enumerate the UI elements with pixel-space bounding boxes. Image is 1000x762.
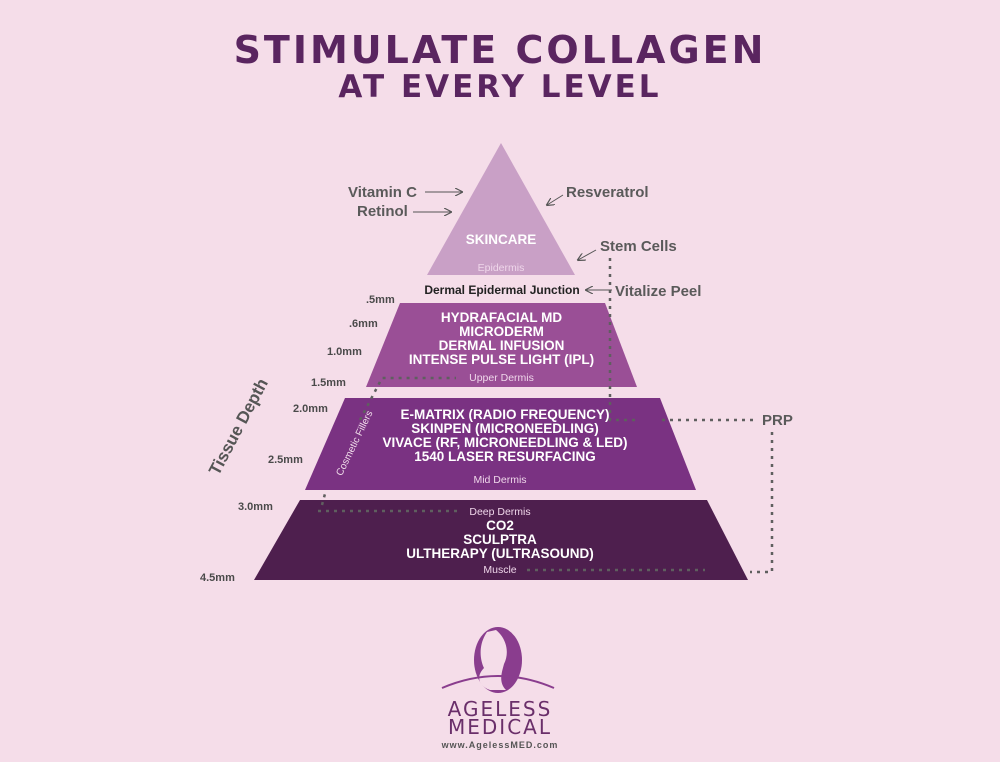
treatment-item: DERMAL INFUSION: [438, 338, 565, 353]
muscle-label: Muscle: [483, 564, 517, 576]
retinol-label: Retinol: [357, 203, 408, 220]
epidermis-label: Epidermis: [477, 262, 525, 274]
brand-website[interactable]: www.AgelessMED.com: [441, 740, 559, 750]
depth-2-0mm: 2.0mm: [293, 403, 328, 415]
treatment-item: E-MATRIX (RADIO FREQUENCY): [400, 407, 610, 422]
treatment-item: INTENSE PULSE LIGHT (IPL): [408, 352, 595, 367]
stem-cells-bracket: [608, 258, 638, 422]
vitalize-peel-label: Vitalize Peel: [615, 283, 702, 300]
depth-4-5mm: 4.5mm: [200, 572, 235, 584]
title-line-2: AT EVERY LEVEL: [338, 69, 662, 105]
prp-bracket: [662, 418, 774, 574]
vitamin-c-label: Vitamin C: [348, 184, 417, 201]
depth-1-5mm: 1.5mm: [311, 377, 346, 389]
tier-upper-dermis: [366, 303, 637, 387]
depth-2-5mm: 2.5mm: [268, 454, 303, 466]
depth-0-5mm: .5mm: [366, 294, 395, 306]
title-line-1: STIMULATE COLLAGEN: [233, 28, 767, 72]
stem-cells-arrow: [578, 249, 597, 260]
treatment-item: SCULPTRA: [463, 532, 537, 547]
depth-3-0mm: 3.0mm: [238, 501, 273, 513]
resveratrol-label: Resveratrol: [566, 184, 649, 201]
upper-dermis-label: Upper Dermis: [469, 372, 534, 384]
skincare-label: SKINCARE: [465, 232, 537, 247]
mid-dermis-label: Mid Dermis: [473, 474, 527, 486]
tier-mid-dermis: [305, 398, 696, 490]
fillers-bracket: [318, 376, 462, 513]
treatment-item: MICRODERM: [459, 324, 544, 339]
prp-label: PRP: [762, 412, 793, 429]
upper-dermis-treatments: HYDRAFACIAL MD MICRODERM DERMAL INFUSION…: [366, 311, 637, 367]
treatment-item: 1540 LASER RESURFACING: [414, 449, 596, 464]
treatment-item: VIVACE (RF, MICRONEEDLING & LED): [382, 435, 628, 450]
tier-skincare: [427, 143, 575, 275]
ageless-medical-logo: [441, 627, 555, 693]
treatment-item: ULTHERAPY (ULTRASOUND): [406, 546, 594, 561]
treatment-item: SKINPEN (MICRONEEDLING): [411, 421, 599, 436]
resveratrol-arrow: [547, 194, 564, 205]
depth-0-6mm: .6mm: [349, 318, 378, 330]
treatment-item: HYDRAFACIAL MD: [440, 310, 563, 325]
treatment-item: CO2: [486, 518, 514, 533]
deep-dermis-treatments: CO2 SCULPTRA ULTHERAPY (ULTRASOUND): [300, 519, 700, 561]
stem-cells-label: Stem Cells: [600, 238, 677, 255]
deep-dermis-label: Deep Dermis: [469, 506, 531, 518]
mid-dermis-treatments: E-MATRIX (RADIO FREQUENCY) SKINPEN (MICR…: [330, 408, 680, 464]
depth-1-0mm: 1.0mm: [327, 346, 362, 358]
brand-name-line-1: AGELESS: [447, 697, 553, 721]
dermal-epidermal-junction-label: Dermal Epidermal Junction: [424, 283, 580, 297]
tier-deep-dermis: [254, 500, 748, 580]
brand-name-line-2: MEDICAL: [448, 715, 552, 739]
